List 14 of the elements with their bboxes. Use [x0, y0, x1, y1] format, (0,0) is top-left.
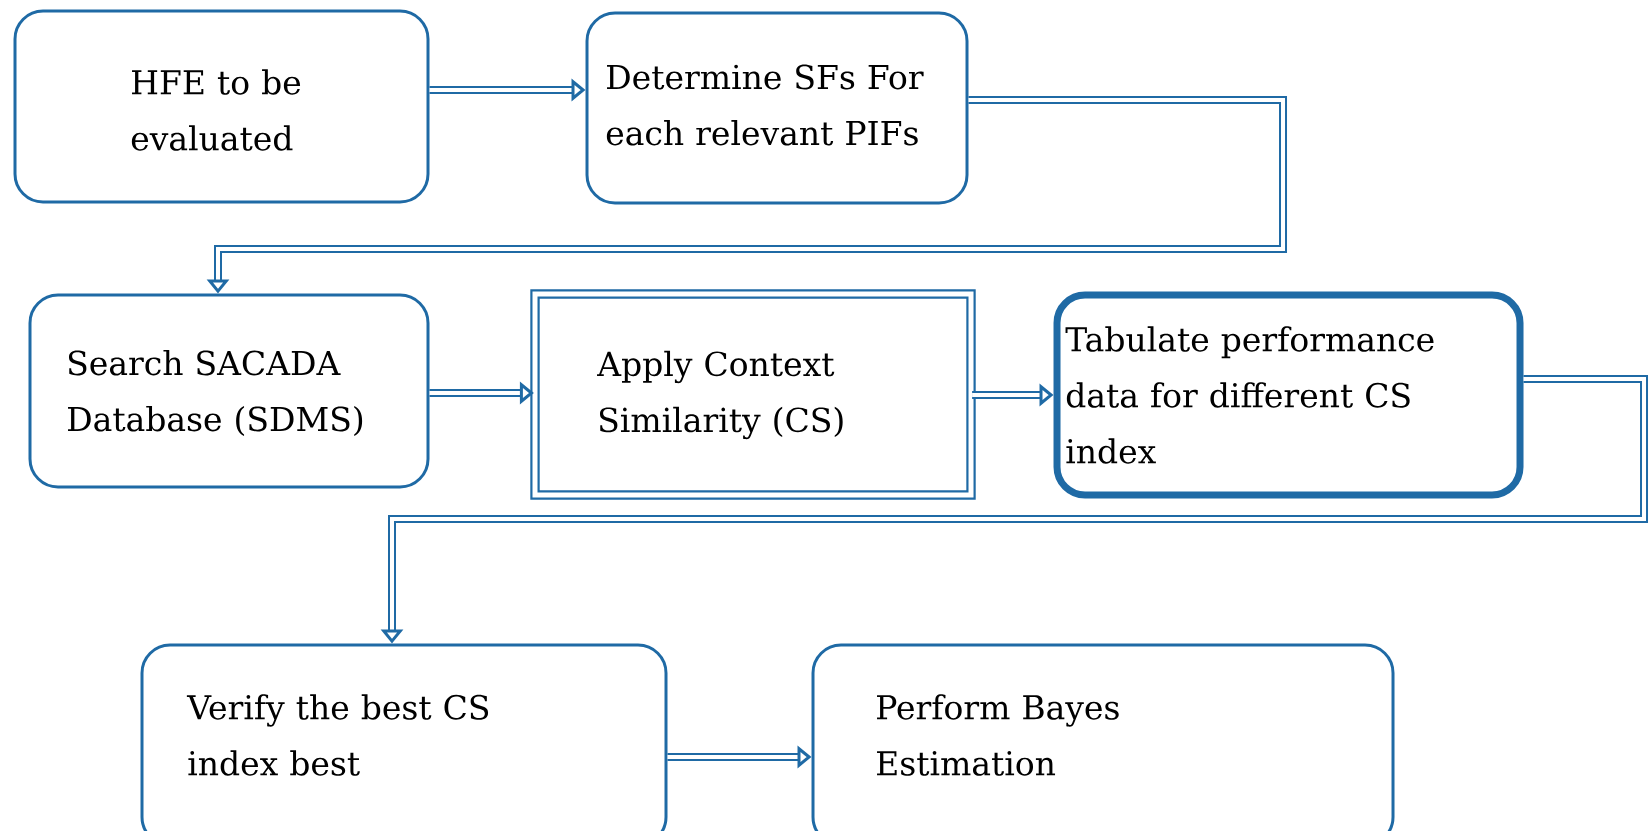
process-box — [28, 293, 430, 489]
process-box — [530, 289, 976, 500]
box-text: Verify the best CS index best — [186, 694, 489, 776]
box-text: HFE to be evaluated — [131, 69, 301, 151]
box-text: Tabulate performance data for different CS index — [1065, 326, 1434, 464]
process-box — [140, 643, 668, 831]
process-box — [811, 643, 1395, 831]
box-text: Search SACADA Database (SDMS) — [68, 349, 363, 437]
box-text: Determine SFs For each relevant PIFs — [606, 64, 924, 146]
process-box — [585, 11, 969, 205]
process-box — [13, 9, 430, 204]
box-text: Perform Bayes Estimation — [877, 694, 1119, 776]
process-box — [1053, 291, 1524, 499]
box-text: Apply Context Similarity (CS) — [597, 350, 843, 440]
